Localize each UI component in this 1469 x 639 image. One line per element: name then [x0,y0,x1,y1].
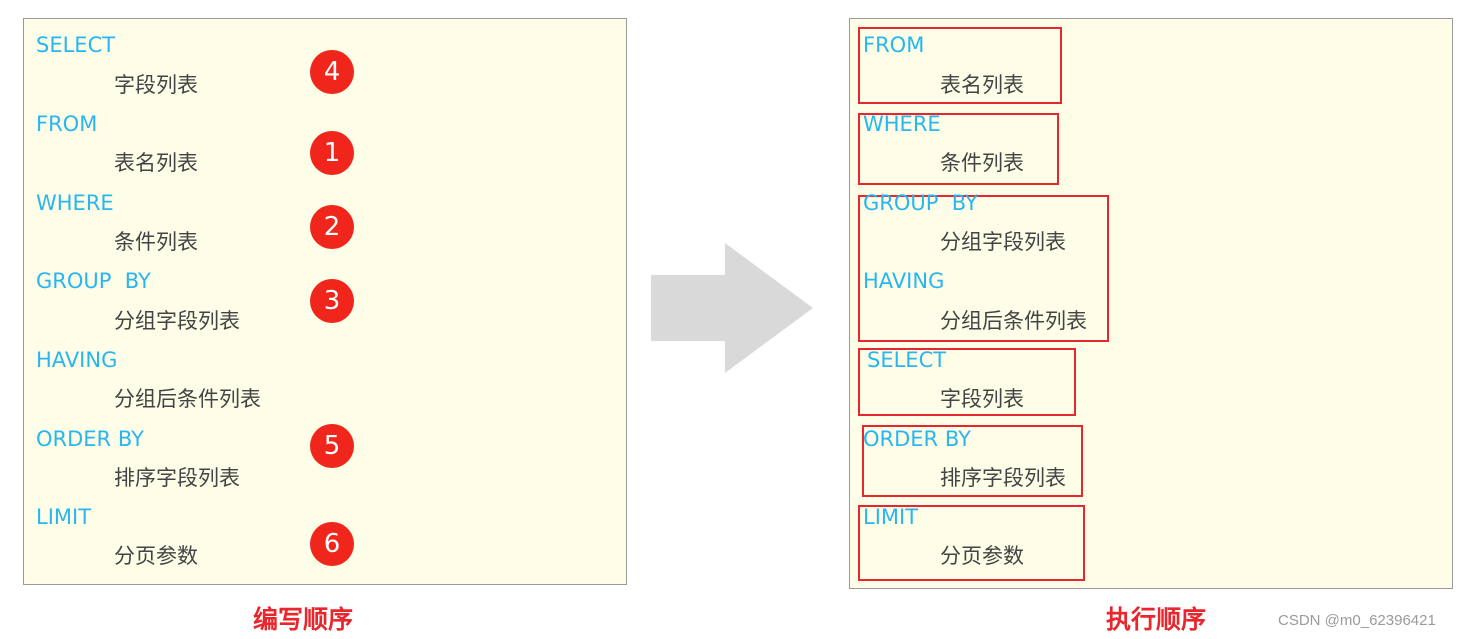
highlight-box-select [858,348,1076,416]
left-detail-select: 字段列表 [114,73,198,97]
left-detail-limit: 分页参数 [114,544,198,568]
right-keyword-group-by: GROUP BY [863,191,978,215]
right-keyword-from: FROM [863,33,925,57]
right-arrow-icon [651,243,813,373]
right-detail-from: 表名列表 [940,73,1024,97]
highlight-box-group-having [858,195,1109,342]
highlight-box-limit [858,505,1085,581]
order-badge-select: 4 [310,50,354,94]
left-detail-having: 分组后条件列表 [114,387,261,411]
right-detail-order-by: 排序字段列表 [940,466,1066,490]
right-keyword-having: HAVING [863,269,945,293]
left-keyword-group-by: GROUP BY [36,269,151,293]
left-detail-from: 表名列表 [114,151,198,175]
watermark: CSDN @m0_62396421 [1278,612,1436,629]
right-detail-group-by: 分组字段列表 [940,230,1066,254]
writing-order-panel: SELECT 字段列表 4 FROM 表名列表 1 WHERE 条件列表 2 G… [23,18,627,585]
execution-order-panel: FROM 表名列表 WHERE 条件列表 GROUP BY 分组字段列表 HAV… [849,18,1453,589]
left-keyword-having: HAVING [36,348,118,372]
right-detail-limit: 分页参数 [940,544,1024,568]
left-keyword-where: WHERE [36,191,114,215]
highlight-box-order-by [862,425,1083,497]
left-keyword-limit: LIMIT [36,505,92,529]
right-detail-where: 条件列表 [940,151,1024,175]
order-badge-order-by: 5 [310,424,354,468]
right-keyword-where: WHERE [863,112,941,136]
left-detail-where: 条件列表 [114,230,198,254]
order-badge-group-by: 3 [310,279,354,323]
writing-order-caption: 编写顺序 [253,605,354,634]
right-keyword-limit: LIMIT [863,505,919,529]
right-detail-having: 分组后条件列表 [940,309,1087,333]
order-badge-from: 1 [310,131,354,175]
execution-order-caption: 执行顺序 [1106,605,1207,634]
right-detail-select: 字段列表 [940,387,1024,411]
order-badge-where: 2 [310,205,354,249]
left-keyword-order-by: ORDER BY [36,427,144,451]
left-keyword-select: SELECT [36,33,116,57]
left-detail-group-by: 分组字段列表 [114,309,240,333]
left-keyword-from: FROM [36,112,98,136]
right-keyword-select: SELECT [867,348,947,372]
highlight-box-from [858,27,1062,104]
left-detail-order-by: 排序字段列表 [114,466,240,490]
order-badge-limit: 6 [310,522,354,566]
right-keyword-order-by: ORDER BY [863,427,971,451]
highlight-box-where [858,113,1059,185]
